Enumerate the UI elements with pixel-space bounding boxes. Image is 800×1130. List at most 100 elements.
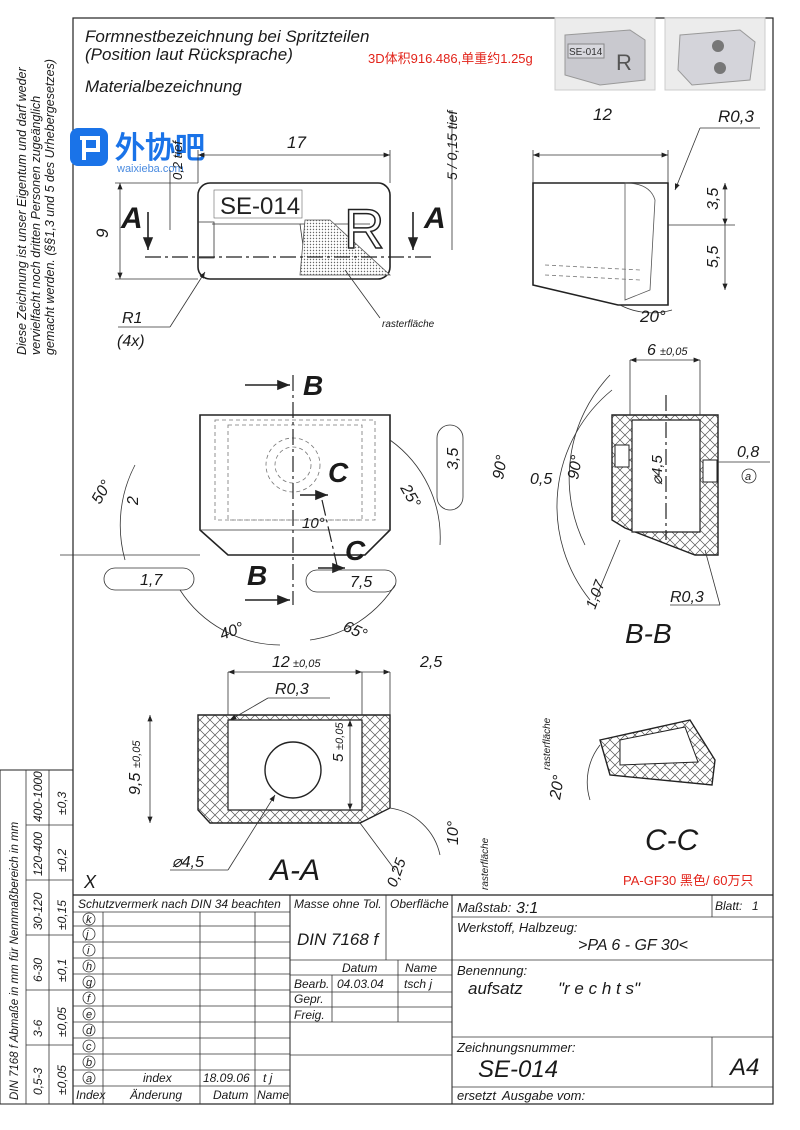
watermark-url: waixieba.com (116, 163, 184, 175)
dim-cc-20: 20° (547, 773, 568, 801)
dim-aa-dia: ⌀4,5 (172, 854, 204, 871)
dim-plan-40: 40° (218, 619, 247, 643)
col-index: Index (76, 1088, 106, 1102)
cut-label-a-left: A (120, 202, 143, 235)
rev-a-name: t j (263, 1071, 273, 1085)
cut-label-c-top: C (328, 457, 349, 488)
cut-label-b-bottom: B (247, 560, 267, 591)
protection-note: Schutzvermerk nach DIN 34 beachten (78, 897, 281, 911)
header-line2: (Position laut Rücksprache) (85, 45, 293, 64)
rev-a-text: index (143, 1071, 173, 1085)
photo-3d-back (664, 17, 766, 91)
bearb-name: tsch j (404, 977, 432, 991)
col-date: Datum (213, 1088, 248, 1102)
dim-aa-2-5: 2,5 (419, 654, 442, 671)
top-view: SE-014 R A A 17 9 0,2 tief 5 / 0,15 tief… (93, 109, 460, 350)
section-aa: 12 ±0,05 2,5 R0,3 9,5 ±0,05 5 ±0,05 10° … (127, 654, 491, 890)
designation-value-2: "r e c h t s" (558, 979, 641, 998)
drawing-number-label: Zeichnungsnummer: (456, 1040, 576, 1055)
dim-depth-left: 0,2 tief (170, 140, 185, 180)
material-semi-label: Werkstoff, Halbzeug: (457, 920, 578, 935)
photo-engraving-letter: R (616, 50, 632, 75)
dim-plan-50: 50° (89, 477, 116, 507)
section-cc-label: C-C (645, 824, 699, 857)
dim-top-length: 17 (287, 133, 306, 152)
surface-label: Oberfläche (390, 897, 449, 911)
designation-value-1: aufsatz (468, 979, 523, 998)
raster-note-cc: rasterfläche (542, 717, 553, 770)
tolerance-title: DIN 7168 f Abmaße in mm für Nennmaßberei… (9, 821, 21, 1100)
section-aa-label: A-A (268, 854, 320, 887)
dim-bb-radius: R0,3 (670, 589, 704, 606)
issue-label: Ausgabe vom: (501, 1088, 585, 1103)
rev-letter-a: a (86, 1073, 92, 1085)
dim-top-height: 9 (93, 228, 112, 238)
dim-plan-1-7: 1,7 (140, 572, 163, 589)
name-header: Name (405, 961, 437, 975)
watermark-brand: 外协吧 (115, 132, 205, 165)
scale-value: 3:1 (516, 900, 538, 917)
dim-aa-12-tol: ±0,05 (293, 658, 321, 670)
tol-range-2: 6-30 (31, 958, 45, 982)
section-bb: 6 ±0,05 90° 0,5 90° ⌀4,5 0,8 a 1,07 R0,3… (490, 342, 770, 649)
col-change: Änderung (129, 1088, 182, 1102)
dim-aa-radius: R0,3 (275, 681, 309, 698)
drawing-frame (72, 17, 774, 1105)
svg-text:Diese Zeichnung ist unser Eige: Diese Zeichnung ist unser Eigentum und d… (15, 67, 29, 355)
dim-aa-5: 5 (330, 753, 347, 762)
raster-note-top: rasterfläche (382, 319, 435, 330)
plan-view: B B C C 3,5 1,7 7,5 50° 2 25° 10° 40° 65… (60, 370, 464, 646)
rev-letter-f: f (87, 993, 91, 1005)
tol-value-5: ±0,3 (55, 791, 69, 815)
photo-3d-front: SE-014 R (554, 17, 656, 91)
rev-a-date: 18.09.06 (203, 1071, 250, 1085)
scale-label: Maßstab: (457, 900, 512, 915)
bearb-label: Bearb. (294, 977, 329, 991)
tol-value-4: ±0,2 (55, 848, 69, 872)
dim-side-radius: R0,3 (718, 107, 754, 126)
cut-label-a-right: A (423, 202, 446, 235)
dim-aa-5-tol: ±0,05 (334, 722, 346, 750)
tol-range-0: 0,5-3 (31, 1067, 45, 1095)
drawing-number-value: SE-014 (478, 1056, 558, 1083)
tol-value-3: ±0,15 (55, 900, 69, 930)
rev-letter-b: b (86, 1057, 92, 1069)
dim-side-width: 12 (593, 105, 612, 124)
dim-bb-1-07: 1,07 (583, 578, 609, 612)
svg-text:vervielfacht noch dritten Pers: vervielfacht noch dritten Personen zugeä… (29, 96, 43, 355)
dim-bb-0-8: 0,8 (737, 444, 759, 461)
dim-aa-9-5: 9,5 (127, 773, 144, 795)
tol-range-5: 400-1000 (31, 771, 45, 822)
din-standard: DIN 7168 f (297, 930, 381, 949)
dim-r1: R1 (122, 310, 142, 327)
dim-plan-25: 25° (396, 481, 424, 512)
rev-letter-i: i (87, 945, 90, 957)
material-value: >PA 6 - GF 30< (578, 937, 688, 954)
dim-aa-9-5-tol: ±0,05 (131, 740, 143, 768)
gepr-label: Gepr. (294, 992, 324, 1006)
tol-value-1: ±0,05 (55, 1007, 69, 1037)
header-line1: Formnestbezeichnung bei Spritzteilen (85, 27, 369, 46)
dim-plan-10: 10° (302, 515, 325, 532)
dim-bb-90a: 90° (490, 453, 511, 480)
dim-plan-3-5: 3,5 (445, 448, 462, 470)
tol-value-0: ±0,05 (55, 1065, 69, 1095)
replaced-label: ersetzt (457, 1088, 497, 1103)
dim-aa-12: 12 (272, 654, 290, 671)
rev-letter-c: c (86, 1041, 92, 1053)
dim-depth-right: 5 / 0,15 tief (444, 109, 460, 180)
engraving-letter: R (344, 197, 384, 260)
tol-range-1: 3-6 (31, 1019, 45, 1037)
dim-bb-6-tol: ±0,05 (660, 346, 688, 358)
dim-side-3-5: 3,5 (705, 188, 722, 210)
material-designation-label: Materialbezeichnung (85, 77, 242, 96)
sheet-label: Blatt: (715, 899, 742, 913)
rev-letter-e: e (86, 1009, 92, 1021)
raster-note-aa: rasterfläche (480, 837, 491, 890)
dim-bb-6: 6 (647, 342, 656, 359)
dim-plan-2: 2 (125, 496, 142, 506)
section-cc: 20° rasterfläche C-C (542, 717, 716, 857)
dim-side-5-5: 5,5 (705, 246, 722, 268)
designation-label: Benennung: (457, 963, 528, 978)
